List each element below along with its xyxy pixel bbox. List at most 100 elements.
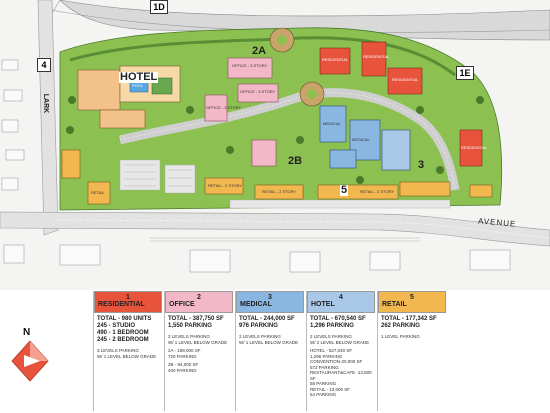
legend-header-retail: 5 RETAIL <box>378 291 446 313</box>
legend-number: 3 <box>268 294 272 301</box>
legend-note: 3 LEVELS PARKING W/ 1 LEVEL BELOW GRADE <box>168 334 228 345</box>
legend-note: HOTEL - 527,040 SF 1,296 PARKING CONVENT… <box>310 348 372 397</box>
retail-center-b <box>254 184 304 200</box>
retail-a-label: RETAIL - 2 STORY <box>208 183 243 188</box>
avenue-parking <box>150 237 420 242</box>
retail-center-a <box>204 177 244 195</box>
office-2a-building <box>227 57 273 79</box>
residential-northeast-label: RESIDENTIAL <box>363 54 390 59</box>
residential-northeast <box>361 41 387 77</box>
label-3: 3 <box>418 159 425 171</box>
medical-a-label: MEDICAL <box>323 121 341 126</box>
residential-far-east <box>459 129 483 167</box>
freeway <box>59 0 550 41</box>
north-arrow: N <box>10 328 50 383</box>
office-2a-annex <box>237 83 279 103</box>
house <box>1 177 19 191</box>
retail-west-a <box>61 149 81 179</box>
legend-body: TOTAL - 670,540 SF 1,296 PARKING 2 LEVEL… <box>307 313 375 404</box>
legend-body: TOTAL - 980 UNITS 245 - STUDIO 490 - 1 B… <box>94 313 162 365</box>
trees <box>66 96 484 184</box>
house <box>289 251 321 273</box>
north-label: N <box>23 327 31 338</box>
parking-stripes <box>124 164 192 187</box>
legend-note: 2A - 189,000 SF 720 PARKING <box>168 348 201 359</box>
house <box>1 119 19 133</box>
legend-col-residential: 1 RESIDENTIAL TOTAL - 980 UNITS 245 - ST… <box>93 291 162 411</box>
pool-label: POOL <box>132 83 144 88</box>
office-2a-annex-label: OFFICE - 3 STORY <box>240 89 276 94</box>
legend-body: TOTAL - 387,750 SF 1,550 PARKING 3 LEVEL… <box>165 313 233 379</box>
legend-col-office: 2 OFFICE TOTAL - 387,750 SF 1,550 PARKIN… <box>164 291 233 411</box>
legend-header-medical: 3 MEDICAL <box>236 291 304 313</box>
retail-east <box>399 181 451 197</box>
medical-building-c <box>381 129 411 171</box>
legend-name: MEDICAL <box>240 301 272 308</box>
route-1d-marker: 1D <box>150 0 168 14</box>
medical-building-a <box>319 105 347 143</box>
roundabout-north-center <box>277 35 287 45</box>
legend-totals: TOTAL - 980 UNITS 245 - STUDIO 490 - 1 B… <box>97 316 152 343</box>
tree <box>68 96 76 104</box>
legend-header-office: 2 OFFICE <box>165 291 233 313</box>
legend-name: RETAIL <box>382 301 407 308</box>
hotel-tower <box>77 69 121 111</box>
residential-east <box>387 67 423 95</box>
residential-north <box>319 47 351 75</box>
neighborhood-left <box>1 59 511 273</box>
residential-far-east-label: RESIDENTIAL <box>461 145 488 150</box>
legend-note: 2 LEVELS PARKING W/ 1 LEVEL BELOW GRADE <box>239 334 299 345</box>
house <box>5 149 25 161</box>
legend-totals: TOTAL - 244,000 SF 976 PARKING <box>239 316 295 329</box>
house <box>3 244 25 264</box>
retail-west-b <box>87 181 111 205</box>
medical-b-label: MEDICAL <box>352 137 370 142</box>
legend-col-retail: 5 RETAIL TOTAL - 177,342 SF 262 PARKING … <box>377 291 446 411</box>
legend-header-hotel: 4 HOTEL <box>307 291 375 313</box>
legend-totals: TOTAL - 670,540 SF 1,296 PARKING <box>310 316 366 329</box>
internal-drive-centerline <box>119 92 456 191</box>
legend-body: TOTAL - 177,342 SF 262 PARKING 1 LEVEL P… <box>378 313 446 346</box>
legend-col-hotel: 4 HOTEL TOTAL - 670,540 SF 1,296 PARKING… <box>306 291 375 411</box>
compass-icon <box>11 340 49 382</box>
site-plan-svg <box>0 0 550 290</box>
tree <box>226 146 234 154</box>
legend-number: 4 <box>339 294 343 301</box>
label-2b: 2B <box>288 155 303 167</box>
tree <box>436 166 444 174</box>
retail-d-label: RETAIL <box>91 190 105 195</box>
site-plan-map: LARK AVENUE 4 1E 1D HOTEL 2A 2B 3 5 POOL… <box>0 0 550 290</box>
office-west-label: OFFICE - 3 STORY <box>206 105 242 110</box>
legend-name: RESIDENTIAL <box>98 301 145 308</box>
legend-name: HOTEL <box>311 301 335 308</box>
house <box>59 244 101 266</box>
tree <box>476 96 484 104</box>
house <box>469 249 511 271</box>
legend-totals: TOTAL - 387,750 SF 1,550 PARKING <box>168 316 224 329</box>
hotel-podium <box>99 109 146 129</box>
tree <box>416 106 424 114</box>
house <box>3 89 23 102</box>
legend-note: 3 LEVELS PARKING W/ 1 LEVEL BELOW GRADE <box>97 348 157 359</box>
office-2b-building <box>251 139 277 167</box>
label-5: 5 <box>340 184 349 196</box>
land-use-legend: 1 RESIDENTIAL TOTAL - 980 UNITS 245 - ST… <box>93 291 446 411</box>
tree <box>186 106 194 114</box>
house <box>1 59 19 71</box>
parking-lot <box>119 159 161 191</box>
legend-note: 1 LEVEL PARKING <box>381 334 420 339</box>
parking-lot <box>229 199 451 209</box>
house <box>369 251 401 271</box>
legend-body: TOTAL - 244,000 SF 976 PARKING 2 LEVELS … <box>236 313 304 351</box>
legend-name: OFFICE <box>169 301 195 308</box>
residential-east-label: RESIDENTIAL <box>392 77 419 82</box>
retail-5-strip <box>317 184 399 200</box>
tree <box>296 136 304 144</box>
legend-number: 2 <box>197 294 201 301</box>
route-1e-marker: 1E <box>456 66 474 80</box>
legend-note: 2 LEVELS PARKING W/ 2 LEVEL BELOW GRADE <box>310 334 370 345</box>
parking-lot <box>164 164 196 194</box>
legend-number: 1 <box>126 294 130 301</box>
legend-col-medical: 3 MEDICAL TOTAL - 244,000 SF 976 PARKING… <box>235 291 304 411</box>
legend-number: 5 <box>410 294 414 301</box>
